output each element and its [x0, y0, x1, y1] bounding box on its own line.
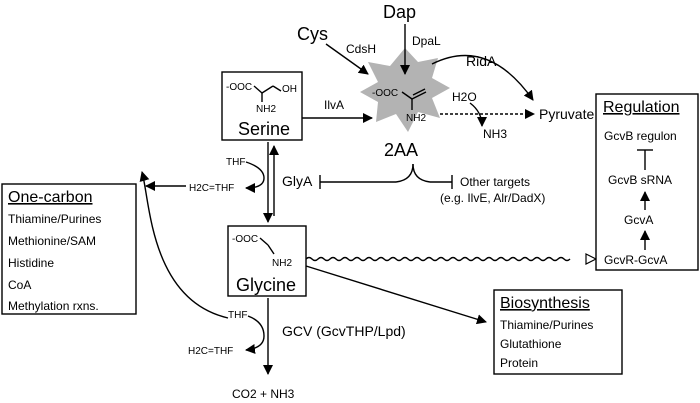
nh3-label: NH3 — [483, 127, 507, 141]
aa2-bond — [411, 91, 427, 100]
rida-label: RidA — [466, 53, 497, 69]
water-arrow — [469, 102, 487, 127]
co2-nh3-label: CO2 + NH3 — [232, 387, 295, 401]
dap-label: Dap — [383, 2, 416, 22]
biosynthesis-title: Biosynthesis — [500, 295, 590, 312]
one-carbon-title: One-carbon — [8, 189, 93, 206]
cys-label: Cys — [297, 24, 328, 44]
regulation-box — [595, 93, 699, 271]
glycine-coo-label: -OOC — [232, 234, 258, 245]
glycine-signal-squiggle — [305, 256, 571, 262]
other-targets-line2: (e.g. IlvE, Alr/DadX) — [440, 191, 545, 205]
aa2-coo-label: -OOC — [372, 88, 398, 99]
thf-top-curve — [245, 161, 265, 193]
biosynthesis-box — [493, 289, 623, 375]
pyruvate-label: Pyruvate — [539, 106, 594, 122]
ch2thf-bottom-label: H2C=THF — [188, 346, 233, 357]
serine-oh-label: OH — [282, 84, 297, 95]
biosynthesis-item: Thiamine/Purines — [500, 318, 593, 332]
dpal-label: DpaL — [412, 34, 441, 48]
rida-arrow — [431, 54, 534, 101]
cdsh-label: CdsH — [346, 42, 376, 56]
serine-bond — [253, 85, 263, 94]
ch2thf-top-label: H2C=THF — [189, 183, 234, 194]
glycine-bond — [267, 244, 275, 255]
cys-arrow — [325, 43, 369, 75]
other-targets-line1: Other targets — [460, 175, 530, 189]
aa2-inhibition-brace — [412, 163, 431, 183]
one-carbon-item: Methylation rxns. — [8, 299, 99, 313]
aa2-bond — [412, 88, 426, 96]
serine-box — [221, 71, 303, 141]
glycine-label: Glycine — [236, 275, 296, 295]
h2o-label: H2O — [452, 90, 477, 104]
serine-label: Serine — [238, 119, 290, 139]
regulation-item-gcvr-gcva: GcvR-GcvA — [604, 253, 667, 267]
serine-bond — [261, 85, 274, 94]
aa2-inhibition-brace — [395, 163, 414, 183]
regulation-item-gcvb-srna: GcvB sRNA — [608, 173, 672, 187]
one-carbon-item: Thiamine/Purines — [8, 212, 101, 226]
glycine-bond — [259, 237, 269, 246]
glycine-box — [227, 225, 307, 297]
thf-top-label: THF — [226, 157, 245, 168]
one-carbon-item: Methionine/SAM — [8, 234, 96, 248]
glycine-to-biosynthesis-arrow — [305, 265, 487, 325]
one-carbon-item: CoA — [8, 278, 31, 292]
gcv-label: GCV (GcvTHP/Lpd) — [282, 323, 406, 339]
glycine-nh2-label: NH2 — [272, 258, 292, 269]
regulation-item-gcva: GcvA — [624, 213, 653, 227]
serine-bond — [272, 85, 282, 92]
aa2-bond — [401, 91, 413, 100]
aa2-starburst — [360, 48, 450, 132]
aa2-label: 2AA — [384, 140, 418, 160]
thf-bottom-label: THF — [228, 310, 247, 321]
regulation-title: Regulation — [603, 99, 680, 116]
serine-coo-label: -OOC — [226, 82, 252, 93]
regulation-item-gcvb-regulon: GcvB regulon — [604, 129, 677, 143]
biosynthesis-item: Protein — [500, 356, 538, 370]
thf-bottom-to-onecarbon-curve — [139, 171, 229, 319]
biosynthesis-item: Glutathione — [500, 337, 562, 351]
serine-nh2-label: NH2 — [256, 104, 276, 115]
aa2-nh2-label: NH2 — [406, 113, 426, 124]
one-carbon-box — [1, 183, 137, 315]
ilva-label: IlvA — [324, 98, 344, 112]
thf-bottom-curve — [245, 315, 265, 354]
glya-label: GlyA — [282, 173, 313, 189]
one-carbon-item: Histidine — [8, 256, 54, 270]
